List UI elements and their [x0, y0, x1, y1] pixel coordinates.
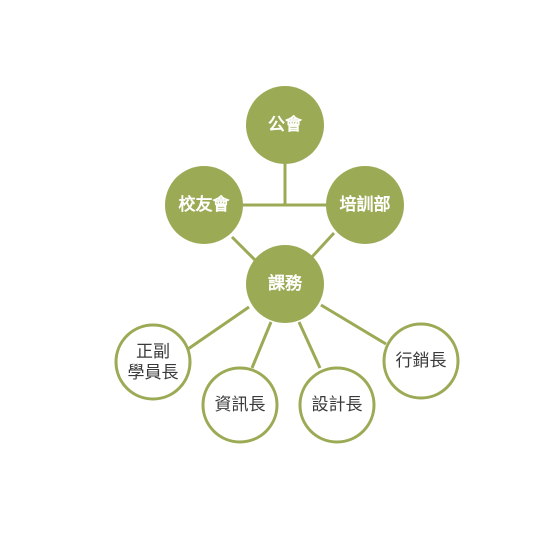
node-information: 資訊長 [201, 366, 279, 444]
node-marketing: 行銷長 [382, 322, 460, 400]
connector-lines [187, 160, 387, 369]
node-training-circle [326, 166, 404, 244]
node-curriculum: 課務 [246, 245, 324, 323]
connector-curriculum-information [250, 321, 273, 369]
node-information-circle [201, 366, 279, 444]
connector-curriculum-marketing [320, 303, 387, 346]
connector-training-curriculum [309, 231, 336, 260]
node-guild-circle [246, 86, 324, 164]
node-alumni-circle [165, 166, 243, 244]
node-alumni: 校友會 [165, 166, 243, 244]
node-curriculum-circle [246, 245, 324, 323]
node-deputy-leader: 正副 學員長 [114, 323, 192, 401]
node-alumni-label: 校友會 [179, 194, 231, 215]
node-training-label: 培訓部 [340, 194, 391, 215]
node-deputy-leader-circle [114, 323, 192, 401]
connector-curriculum-design [297, 321, 322, 369]
node-guild-label: 公會 [268, 114, 303, 135]
node-design-label: 設計長 [312, 395, 363, 415]
node-marketing-circle [382, 322, 460, 400]
node-training: 培訓部 [326, 166, 404, 244]
node-deputy-leader-label-line2: 學員長 [128, 363, 179, 383]
node-information-label: 資訊長 [215, 395, 266, 415]
connector-curriculum-deputy [187, 305, 250, 351]
node-guild: 公會 [246, 86, 324, 164]
node-design: 設計長 [298, 366, 376, 444]
node-deputy-leader-label-line1: 正副 [136, 342, 170, 362]
node-marketing-label: 行銷長 [396, 351, 447, 371]
node-curriculum-label: 課務 [268, 273, 303, 294]
node-design-circle [298, 366, 376, 444]
connector-alumni-curriculum [230, 235, 259, 264]
